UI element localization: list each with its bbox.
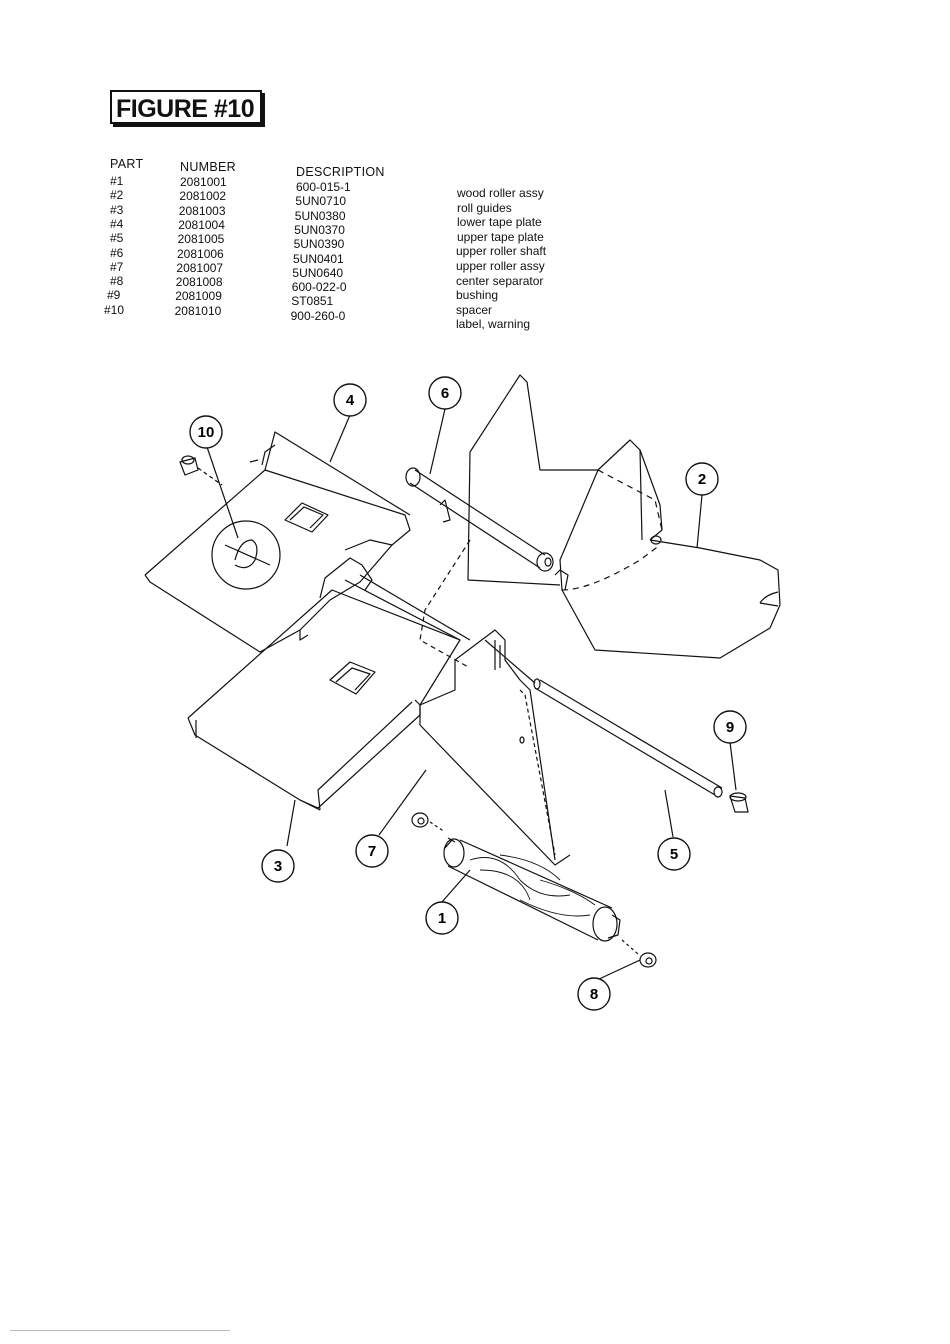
upper-tape-plate-drawing (144, 431, 411, 653)
part-description: lower tape plate (457, 215, 542, 230)
part-code: 900-260-0 (290, 308, 346, 323)
part-description: roll guides (457, 200, 512, 215)
part-number: 2081006 (177, 246, 224, 261)
assembly-lines (344, 539, 536, 684)
header-number: NUMBER (180, 160, 236, 174)
callout-circle (713, 710, 747, 744)
part-number: 2081008 (175, 275, 223, 290)
part-number: 2081002 (179, 189, 227, 204)
label-bolt-drawing (179, 455, 223, 486)
part-description: upper roller assy (456, 259, 545, 273)
callout-circle (189, 415, 223, 449)
part-description: upper tape plate (457, 229, 544, 244)
part-number: 2081010 (174, 303, 222, 318)
part-id: #1 (110, 174, 124, 188)
callout-circle (685, 462, 719, 496)
callout-number: 9 (726, 719, 734, 736)
part-id: #5 (110, 231, 124, 246)
part-id: #9 (107, 288, 121, 303)
part-id: #8 (110, 274, 124, 289)
spacer-drawing (729, 792, 749, 813)
part-description: bushing (456, 288, 499, 303)
header-description: DESCRIPTION (296, 165, 385, 179)
callout-circle (261, 849, 295, 883)
part-number: 2081004 (178, 217, 225, 232)
bushings-drawing (411, 812, 657, 968)
part-code: 5UN0370 (294, 222, 345, 237)
part-code: ST0851 (291, 294, 334, 309)
part-id: #3 (110, 202, 124, 217)
part-id: #6 (110, 245, 124, 260)
center-separator-drawing (419, 629, 571, 866)
callout-circle (657, 837, 691, 871)
part-description: spacer (456, 302, 493, 317)
part-description: wood roller assy (457, 186, 544, 200)
callout-number: 10 (198, 424, 215, 441)
callout-circles: 1 2 3 4 5 6 7 8 9 10 (189, 376, 747, 1011)
figure-title: FIGURE #10 (110, 90, 262, 124)
part-number: 2081001 (180, 175, 227, 189)
part-id: #10 (104, 302, 125, 317)
upper-roller-drawing (405, 467, 554, 572)
wood-roller-drawing (443, 837, 621, 942)
part-id: #7 (110, 259, 124, 274)
callout-number: 7 (368, 843, 376, 860)
callout-circle (333, 383, 367, 417)
part-code: 5UN0640 (292, 265, 344, 280)
callout-number: 4 (346, 392, 355, 409)
part-number: 2081003 (178, 203, 226, 218)
part-description: label, warning (456, 317, 531, 332)
part-code: 5UN0401 (293, 251, 344, 266)
part-code: 600-022-0 (291, 280, 347, 295)
lower-tape-plate-drawing (187, 589, 461, 811)
part-code: 5UN0390 (293, 237, 345, 252)
upper-roller-shaft-drawing (533, 678, 723, 798)
callout-circle (577, 977, 611, 1011)
part-id: #2 (110, 188, 124, 203)
part-code: 600-015-1 (296, 180, 351, 194)
callout-number: 1 (438, 910, 446, 927)
part-code: 5UN0710 (295, 194, 347, 209)
part-number: 2081007 (176, 260, 224, 275)
part-number: 2081009 (175, 289, 222, 304)
callout-number: 3 (274, 858, 282, 875)
header-part: PART (110, 157, 144, 171)
part-description: center separator (456, 273, 544, 288)
callout-circle (425, 901, 459, 935)
callout-number: 8 (590, 986, 598, 1003)
leader-lines (206, 408, 737, 981)
callout-circle (428, 376, 462, 410)
footer-rule (10, 1330, 230, 1331)
callout-number: 6 (441, 385, 449, 402)
callout-number: 2 (698, 471, 706, 488)
part-id: #4 (110, 216, 124, 231)
callout-number: 5 (670, 846, 678, 863)
callout-circle (355, 834, 389, 868)
part-description: upper roller shaft (456, 244, 547, 259)
roll-guides-drawing (467, 374, 781, 659)
part-number: 2081005 (177, 232, 225, 247)
part-code: 5UN0380 (294, 208, 346, 223)
